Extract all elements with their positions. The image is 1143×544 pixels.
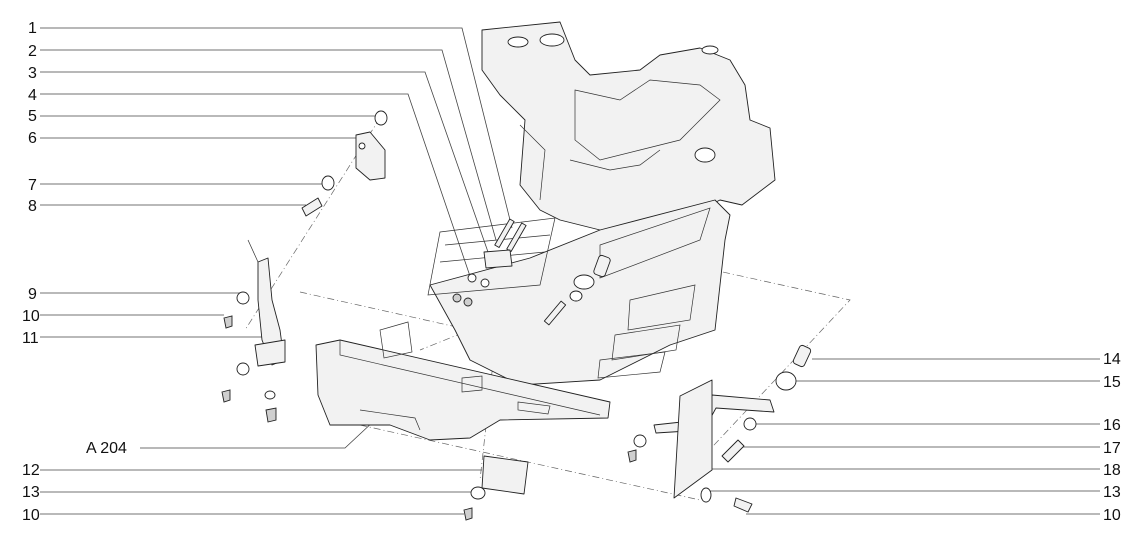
step-panel-edge xyxy=(339,340,601,416)
callout-15: 15 xyxy=(1103,374,1121,391)
left-callouts: 1 2 3 4 5 6 7 8 9 10 11 A 204 12 13 10 xyxy=(22,20,127,524)
bolt-8 xyxy=(301,197,323,217)
nut-4d xyxy=(463,297,473,307)
bracket-hole-6 xyxy=(358,142,366,150)
callout-4: 4 xyxy=(28,87,37,104)
leader-lines xyxy=(40,27,1100,515)
callout-5: 5 xyxy=(28,108,37,125)
pin-1 xyxy=(494,218,515,248)
tank-edge-line xyxy=(569,149,661,171)
tank-neck xyxy=(519,124,546,201)
bushing-5 xyxy=(374,110,388,126)
washer-lower-left xyxy=(236,362,250,376)
leader-a204 xyxy=(140,419,376,449)
callout-6: 6 xyxy=(28,130,37,147)
step-panel-body xyxy=(315,339,611,441)
washer-13-a xyxy=(470,486,486,500)
screw-10-a xyxy=(223,315,233,329)
section-ref-label: A 204 xyxy=(86,440,127,457)
washer-16 xyxy=(743,417,757,431)
tank-filler-cap xyxy=(507,36,529,48)
tank-frame-assembly xyxy=(481,21,776,241)
callout-17: 17 xyxy=(1103,440,1121,457)
callout-16: 16 xyxy=(1103,417,1121,434)
plate-12 xyxy=(481,455,529,495)
step-panel-slot xyxy=(461,375,483,393)
callout-7: 7 xyxy=(28,177,37,194)
centre-fasteners xyxy=(452,218,611,326)
callout-14: 14 xyxy=(1103,351,1121,368)
left-rod-bracket xyxy=(221,239,286,423)
callout-9: 9 xyxy=(28,286,37,303)
bracket-plate-6 xyxy=(355,131,386,181)
lower-step-panel xyxy=(315,321,611,441)
tank-top-port xyxy=(539,33,565,47)
callout-10-c: 10 xyxy=(1103,507,1121,524)
callout-1: 1 xyxy=(28,20,37,37)
screw-right-lower xyxy=(627,449,637,463)
leader-3 xyxy=(40,71,489,253)
washer-4a xyxy=(467,273,477,283)
washer-centre-small xyxy=(569,290,583,302)
step-panel-mount xyxy=(379,321,413,359)
mudflap-18 xyxy=(673,379,713,499)
callout-13-b: 13 xyxy=(1103,484,1121,501)
step-panel-lip xyxy=(359,409,421,431)
rod-wire xyxy=(247,239,259,263)
right-mudflap-assembly xyxy=(627,344,812,513)
washer-7 xyxy=(321,175,335,191)
screw-10-b xyxy=(463,507,473,521)
housing-slot-2 xyxy=(611,324,681,361)
lower-plate-parts xyxy=(463,455,529,521)
fuel-tank-body xyxy=(481,21,776,241)
callout-3: 3 xyxy=(28,65,37,82)
washer-15 xyxy=(775,371,797,391)
leader-4 xyxy=(40,93,473,283)
spacer-centre xyxy=(593,254,611,278)
step-panel-bracket xyxy=(517,401,551,415)
upper-left-bracket-parts xyxy=(301,110,388,217)
tank-breather xyxy=(701,45,719,55)
screw-lower-left xyxy=(221,389,231,403)
clamp-plate-3 xyxy=(483,249,513,269)
washer-9 xyxy=(236,291,250,305)
callout-11: 11 xyxy=(22,330,39,347)
bolt-10-c xyxy=(733,497,753,513)
right-callouts: 14 15 16 17 18 13 10 xyxy=(1103,351,1121,524)
callout-12: 12 xyxy=(22,462,40,479)
axis-lower xyxy=(359,424,701,501)
tank-saddle xyxy=(574,79,721,161)
washer-bracket xyxy=(264,390,276,400)
washer-4b xyxy=(480,278,490,288)
leader-2 xyxy=(40,49,497,241)
nut-4c xyxy=(452,293,462,303)
washer-13-b xyxy=(700,487,712,503)
housing-slot-1 xyxy=(627,284,696,331)
washer-centre-large xyxy=(573,274,595,290)
mudflap-bracket-arm xyxy=(653,394,775,434)
callout-8: 8 xyxy=(28,198,37,215)
callout-2: 2 xyxy=(28,43,37,60)
callout-13-a: 13 xyxy=(22,484,40,501)
screw-bracket xyxy=(265,407,277,423)
bolt-17 xyxy=(721,439,745,463)
bolt-centre xyxy=(543,300,567,326)
callout-18: 18 xyxy=(1103,462,1121,479)
spacer-14 xyxy=(792,344,812,368)
housing-slot-3 xyxy=(597,351,666,379)
callout-10-a: 10 xyxy=(22,308,40,325)
washer-right-lower xyxy=(633,434,647,448)
leader-1 xyxy=(40,27,513,229)
housing-window-top xyxy=(427,217,556,296)
tank-side-port xyxy=(694,147,716,163)
rod-bracket-foot xyxy=(254,339,286,367)
callout-10-b: 10 xyxy=(22,507,40,524)
